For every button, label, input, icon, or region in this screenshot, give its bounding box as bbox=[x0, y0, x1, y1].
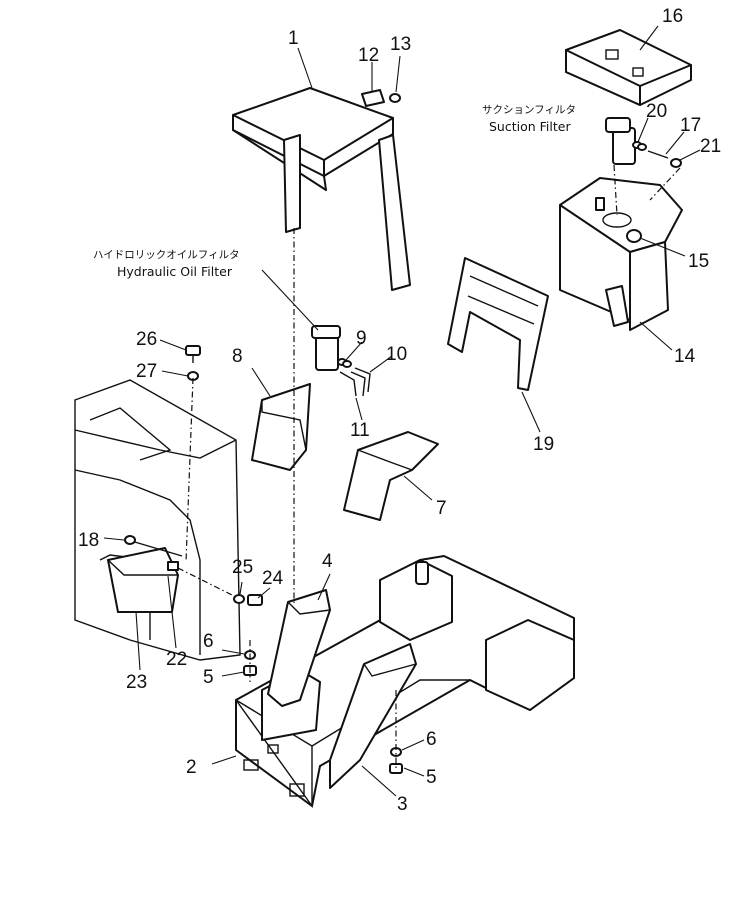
callout-22: 22 bbox=[166, 649, 187, 670]
part-9-fitting bbox=[337, 358, 352, 368]
callout-25: 25 bbox=[232, 557, 253, 578]
part-7-cover bbox=[343, 431, 439, 521]
part-3-upright bbox=[329, 643, 417, 789]
part-12-plate bbox=[361, 89, 385, 107]
callout-11: 11 bbox=[350, 420, 370, 441]
hydraulic-filter-caption-jp: ハイドロリックオイルフィルタ bbox=[93, 249, 240, 261]
callout-16: 16 bbox=[662, 6, 683, 27]
part-23-bracket bbox=[107, 547, 179, 613]
callout-15: 15 bbox=[688, 251, 709, 272]
part-15-fitting bbox=[626, 229, 642, 243]
callout-14: 14 bbox=[674, 346, 696, 367]
part-8-cover bbox=[251, 383, 311, 471]
callout-9: 9 bbox=[356, 328, 367, 349]
callout-27: 27 bbox=[136, 361, 157, 382]
part-18-bolt bbox=[124, 535, 183, 557]
part-26-bolt bbox=[185, 345, 201, 363]
hydraulic-oil-filter bbox=[311, 325, 341, 371]
part-21-bolt bbox=[670, 158, 682, 168]
callout-5-right: 5 bbox=[426, 767, 437, 788]
callout-6-right: 6 bbox=[426, 729, 437, 750]
callout-2: 2 bbox=[186, 757, 197, 778]
part-25-washer bbox=[233, 594, 245, 604]
part-19-frame-panel bbox=[447, 257, 549, 391]
assembly-lines bbox=[177, 164, 681, 770]
callout-1: 1 bbox=[288, 28, 299, 49]
suction-filter-body bbox=[605, 117, 636, 165]
part-13-nut bbox=[389, 93, 401, 103]
callout-13: 13 bbox=[390, 34, 411, 55]
part-16-cover bbox=[565, 29, 692, 106]
part-5-bolt-right bbox=[389, 763, 403, 774]
callout-10: 10 bbox=[386, 344, 407, 365]
part-20-seal bbox=[632, 141, 647, 151]
callout-4: 4 bbox=[322, 551, 333, 572]
callout-7: 7 bbox=[436, 498, 447, 519]
part-14-hydraulic-tank bbox=[559, 177, 683, 331]
part-4-upright bbox=[267, 589, 331, 707]
callout-23: 23 bbox=[126, 672, 147, 693]
callout-24: 24 bbox=[262, 568, 284, 589]
callout-21: 21 bbox=[700, 136, 721, 157]
callout-8: 8 bbox=[232, 346, 243, 367]
part-17-washer bbox=[647, 150, 669, 159]
callout-12: 12 bbox=[358, 45, 379, 66]
suction-filter-caption-jp: サクションフィルタ bbox=[482, 104, 576, 116]
suction-filter-caption-en: Suction Filter bbox=[489, 119, 571, 134]
part-11-hose bbox=[339, 371, 357, 397]
callout-6: 6 bbox=[203, 631, 214, 652]
leader-lines bbox=[103, 25, 701, 797]
callout-20: 20 bbox=[646, 101, 667, 122]
hydraulic-filter-caption-en: Hydraulic Oil Filter bbox=[117, 264, 233, 279]
callout-19: 19 bbox=[533, 434, 554, 455]
callout-5: 5 bbox=[203, 667, 214, 688]
callout-17: 17 bbox=[680, 115, 701, 136]
part-1-top-cover bbox=[232, 87, 411, 291]
callout-3: 3 bbox=[397, 794, 408, 815]
left-machine-body bbox=[74, 379, 241, 661]
callout-26: 26 bbox=[136, 329, 157, 350]
part-22-fitting bbox=[167, 561, 179, 571]
part-10-hose bbox=[350, 367, 371, 397]
callout-18: 18 bbox=[78, 530, 99, 551]
